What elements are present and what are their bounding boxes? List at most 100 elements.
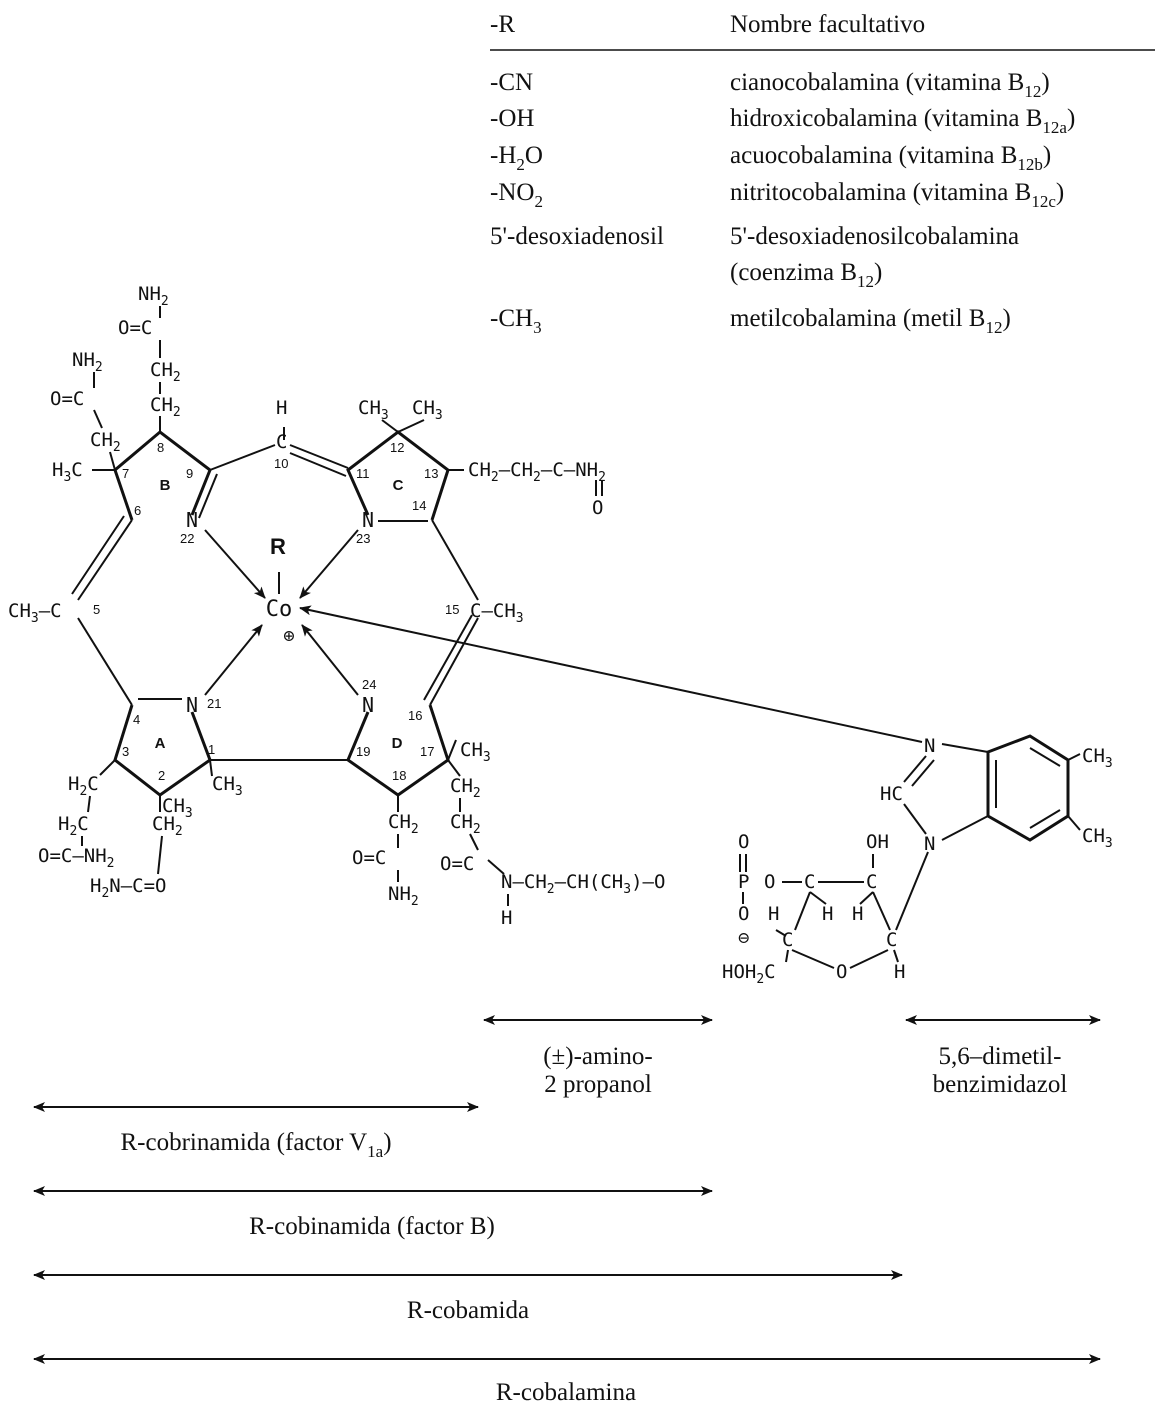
table-row-name: cianocobalamina (vitamina B12) xyxy=(730,69,1050,101)
group-o-eq-c-nh2: O=C—NH2 xyxy=(38,845,114,871)
bond xyxy=(903,755,927,783)
bridge-c6-c5-double xyxy=(71,515,125,595)
table-row-name: acuocobalamina (vitamina B12b) xyxy=(730,142,1051,174)
negative-charge-icon: ⊖ xyxy=(738,927,749,949)
group-ch2: CH2 xyxy=(450,811,481,837)
bracket-benzimidazole-label: benzimidazol xyxy=(933,1071,1068,1098)
group-c13-chain: CH2—CH2—C—NH2 xyxy=(468,459,606,485)
ring-label-a: A xyxy=(155,735,166,752)
ring-c-substituents: H C CH3 CH3 CH2—CH2—C—NH2 O xyxy=(276,397,606,519)
bond xyxy=(381,419,399,433)
positive-charge-icon: ⊕ xyxy=(283,625,294,647)
group-hc: HC xyxy=(880,783,903,805)
bond xyxy=(209,759,213,777)
bond xyxy=(397,419,425,433)
group-h: H xyxy=(768,903,779,925)
coord-bond-n21 xyxy=(204,624,263,696)
atom-number: 2 xyxy=(158,768,165,783)
atom-number: 3 xyxy=(122,744,129,759)
benzene-ring xyxy=(986,734,1070,842)
bond xyxy=(859,891,874,905)
group-ch3: CH3 xyxy=(212,773,243,799)
bond xyxy=(99,759,116,776)
table-row-name: nitritocobalamina (vitamina B12c) xyxy=(730,179,1064,211)
bridge-c9-c10 xyxy=(209,444,276,471)
group-ch3: CH3 xyxy=(1082,825,1113,851)
group-o: O xyxy=(836,961,847,983)
bond xyxy=(893,949,899,963)
group-h: H xyxy=(894,961,905,983)
r-group-table: -R Nombre facultativo -CN cianocobalamin… xyxy=(490,11,1155,337)
table-row-r: -NO2 xyxy=(490,179,543,211)
group-o: O xyxy=(738,903,749,925)
corrin-ring-structure: R Co ⊕ N N N N B C A D 1 2 3 4 5 6 7 8 9… xyxy=(8,283,1113,987)
atom-numbers: 1 2 3 4 5 6 7 8 9 10 11 12 13 14 15 16 1… xyxy=(93,440,459,783)
group-h: H xyxy=(852,903,863,925)
atom-phosphorus: P xyxy=(738,871,749,893)
nitrogen-benzimidazole: N xyxy=(924,735,935,757)
bracket-aminopropanol-label: 2 propanol xyxy=(544,1071,652,1098)
ring-b-substituents: NH2 O=C CH2 CH2 NH2 O=C CH2 H3C xyxy=(50,283,181,485)
atom-number: 8 xyxy=(157,440,164,455)
table-row-name-cont: (coenzima B12) xyxy=(730,259,882,291)
atom-number: 5 xyxy=(93,602,100,617)
group-ch2: CH2 xyxy=(388,811,419,837)
bridge-c14-c15 xyxy=(431,519,479,601)
ring-label-d: D xyxy=(392,735,403,752)
bond-ribose-benzimidazole xyxy=(895,851,929,931)
bond xyxy=(447,759,461,777)
group-o: O xyxy=(738,831,749,853)
table-row-name: hidroxicobalamina (vitamina B12a) xyxy=(730,105,1075,137)
table-header-name: Nombre facultativo xyxy=(730,11,925,38)
table-row-name: 5'-desoxiadenosilcobalamina xyxy=(730,223,1019,250)
group-nh2: NH2 xyxy=(388,883,419,909)
bond xyxy=(791,949,835,969)
bond xyxy=(809,891,827,905)
group-h3c: H3C xyxy=(52,459,83,485)
atom-number: 19 xyxy=(356,744,370,759)
axial-ligand-r: R xyxy=(270,534,286,559)
coord-bond-n23 xyxy=(299,529,359,599)
bond xyxy=(911,759,935,787)
atom-number: 1 xyxy=(208,742,215,757)
bond xyxy=(469,833,479,851)
group-h2c: H2C xyxy=(68,773,99,799)
atom-number: 24 xyxy=(362,677,376,692)
group-ch2: CH2 xyxy=(150,394,181,420)
nitrogen-benzimidazole: N xyxy=(924,833,935,855)
group-c15-methyl: C—CH3 xyxy=(470,600,524,626)
group-o-eq-c: O=C xyxy=(118,317,152,339)
bond xyxy=(849,949,889,969)
group-h2c: H2C xyxy=(58,813,89,839)
group-o-eq-c: O=C xyxy=(50,388,84,410)
atom-number: 4 xyxy=(133,712,140,727)
atom-number: 18 xyxy=(392,768,406,783)
bond xyxy=(109,451,116,471)
group-nh2: NH2 xyxy=(138,283,169,309)
atom-number: 7 xyxy=(122,466,129,481)
group-c: C xyxy=(886,929,897,951)
bond xyxy=(941,743,989,753)
coord-bond-n24 xyxy=(301,624,359,696)
bridge-c15-c16 xyxy=(429,617,479,706)
nitrogen-n23: N xyxy=(362,508,374,532)
group-c: C xyxy=(782,929,793,951)
table-row-r: 5'-desoxiadenosil xyxy=(490,223,664,250)
ring-b-double-bond xyxy=(198,473,218,519)
bond xyxy=(794,891,811,931)
nitrogen-n21: N xyxy=(186,693,198,717)
table-row-r: -CH3 xyxy=(490,305,542,337)
bridge-c15-c16-double xyxy=(423,614,473,701)
coord-bond-n22 xyxy=(204,529,266,599)
bridge-c5-c4 xyxy=(77,617,133,706)
ring-a-substituents: H2C H2C O=C—NH2 CH3 CH3 CH2 H2N—C=O xyxy=(38,773,243,901)
table-header-r: -R xyxy=(490,11,515,38)
bond xyxy=(785,949,789,963)
bond xyxy=(1067,815,1081,831)
group-linker: N—CH2—CH(CH3)—O xyxy=(501,871,665,897)
bracket-cobrinamida-label: R-cobrinamida (factor V1a) xyxy=(120,1129,391,1161)
bond xyxy=(872,891,891,931)
group-ch3: CH3 xyxy=(460,739,491,765)
atom-number: 17 xyxy=(420,744,434,759)
